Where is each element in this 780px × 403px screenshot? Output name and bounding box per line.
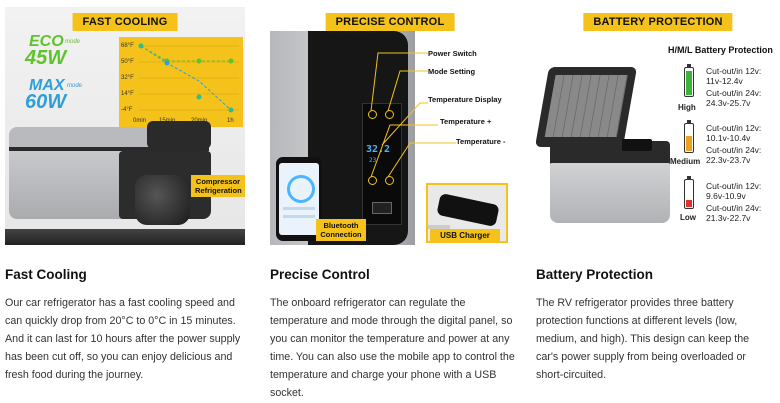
x-tick-0min: 0min [133, 118, 147, 124]
feature-battery-protection: BATTERY PROTECTION H/M/L Battery Protect… [536, 0, 780, 403]
mode-setting-button[interactable] [385, 110, 394, 119]
fast-cooling-heading: Fast Cooling [5, 267, 87, 282]
temperature-display-label: Temperature Display [428, 95, 502, 104]
battery-protection-image: BATTERY PROTECTION H/M/L Battery Protect… [536, 7, 780, 245]
temperature-minus-button[interactable] [385, 176, 394, 185]
fast-cooling-banner: FAST COOLING [72, 13, 178, 31]
fast-cooling-description: Our car refrigerator has a fast cooling … [5, 297, 241, 381]
precise-control-heading: Precise Control [270, 267, 370, 282]
y-tick-68: 68°F [121, 43, 134, 49]
control-panel: 32.2 23 [362, 103, 402, 225]
level-medium: Medium [670, 157, 701, 166]
level-low: Low [680, 213, 696, 222]
temperature-display: 32.2 [366, 144, 391, 155]
battery-low-icon [684, 176, 694, 209]
temperature-display-sub: 23 [369, 157, 377, 164]
feature-precise-control: PRECISE CONTROL 32.2 23 Power Switch Mo [270, 0, 515, 403]
fast-cooling-image: FAST COOLING ECO mode 45W MAX mode 60W 6… [5, 7, 245, 245]
level-high: High [678, 103, 696, 112]
battery-protection-description: The RV refrigerator provides three batte… [536, 297, 750, 381]
power-switch-button[interactable] [368, 110, 377, 119]
battery-protection-banner: BATTERY PROTECTION [583, 13, 733, 31]
cooling-chart-plot [138, 43, 239, 113]
precise-control-image: PRECISE CONTROL 32.2 23 Power Switch Mo [270, 7, 510, 245]
temperature-plus-label: Temperature + [440, 117, 492, 126]
battery-medium-icon [684, 120, 694, 153]
usb-port[interactable] [372, 202, 392, 214]
feature-fast-cooling: FAST COOLING ECO mode 45W MAX mode 60W 6… [5, 0, 245, 403]
max-mode-badge: MAX mode 60W [25, 77, 83, 113]
y-tick-minus4: -4°F [121, 107, 133, 113]
y-tick-14: 14°F [121, 91, 134, 97]
app-dial-icon [287, 175, 315, 203]
compressor-label: Compressor Refrigeration [191, 175, 245, 197]
battery-high-icon [684, 64, 694, 97]
bluetooth-label: Bluetooth Connection [316, 219, 366, 241]
eco-mode-badge: ECO mode 45W [25, 33, 81, 69]
precise-control-banner: PRECISE CONTROL [325, 13, 455, 31]
precise-control-description: The onboard refrigerator can regulate th… [270, 297, 515, 399]
power-switch-label: Power Switch [428, 49, 477, 58]
hml-title: H/M/L Battery Protection [668, 45, 773, 55]
compressor [135, 175, 190, 225]
y-tick-50: 50°F [121, 59, 134, 65]
battery-protection-heading: Battery Protection [536, 267, 654, 282]
y-tick-32: 32°F [121, 75, 134, 81]
temperature-plus-button[interactable] [368, 176, 377, 185]
temperature-minus-label: Temperature - [456, 137, 506, 146]
mode-setting-label: Mode Setting [428, 67, 476, 76]
cooling-chart: 68°F 50°F 32°F 14°F -4°F [119, 37, 243, 127]
smartphone [276, 157, 322, 241]
usb-charger-label: USB Charger [430, 229, 500, 242]
open-fridge [536, 67, 670, 227]
x-tick-1h: 1h [227, 118, 234, 124]
